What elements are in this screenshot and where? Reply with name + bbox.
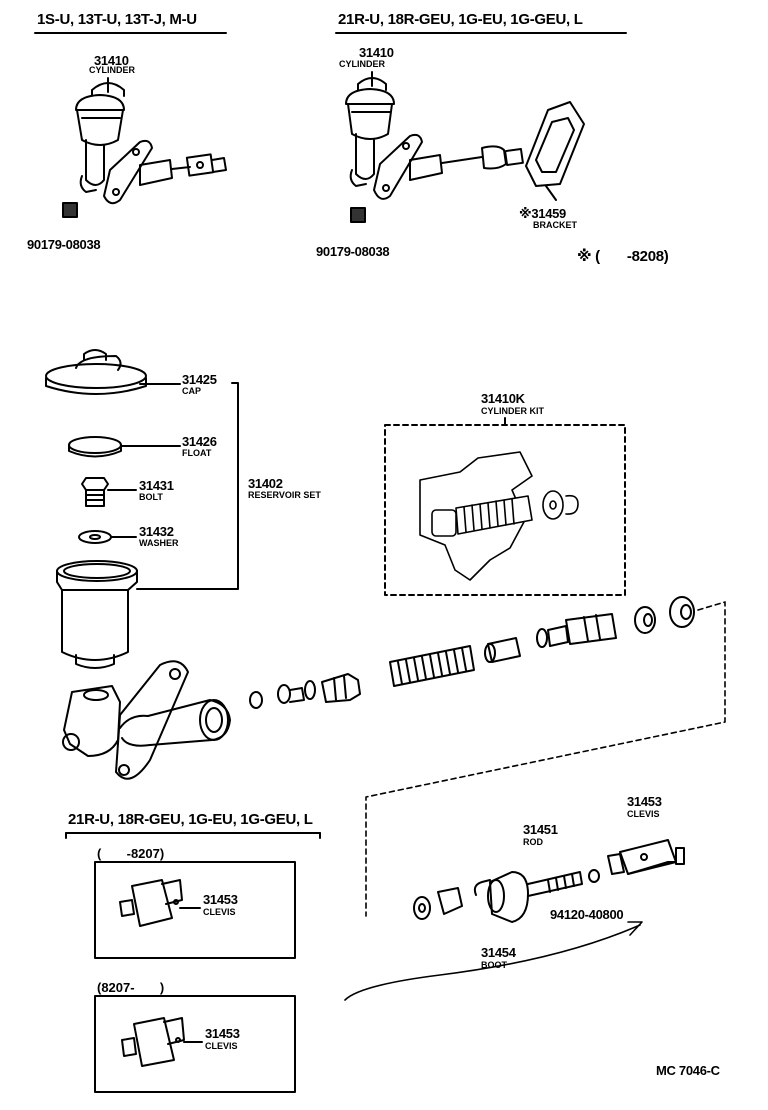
clevis-a-drawing bbox=[119, 879, 183, 927]
bracket-number: ※31459 bbox=[519, 206, 566, 221]
dashed-connector bbox=[365, 601, 726, 917]
cylinder-kit-drawing bbox=[419, 451, 579, 581]
diagram-code: MC 7046-C bbox=[656, 1063, 720, 1078]
boot-name: BOOT bbox=[481, 960, 507, 970]
bolt-drawing bbox=[81, 477, 109, 507]
cylinder-body-drawing bbox=[62, 660, 231, 780]
variant-box-b bbox=[94, 995, 296, 1093]
rod-nut-number: 94120-40800 bbox=[550, 907, 624, 922]
arrow-head bbox=[627, 921, 643, 936]
exploded-parts-drawing bbox=[249, 596, 695, 709]
cap-name: CAP bbox=[182, 386, 202, 396]
reservoir-set-number: 31402 bbox=[248, 476, 283, 491]
reservoir-body-drawing bbox=[56, 560, 138, 669]
lower-header: 21R-U, 18R-GEU, 1G-EU, 1G-GEU, L bbox=[68, 811, 313, 828]
clevis-number: 31453 bbox=[627, 794, 662, 809]
cylinder-left-number: 31410 bbox=[94, 53, 129, 68]
washer-name: WASHER bbox=[139, 538, 179, 548]
variant-b-range: (8207- ) bbox=[97, 980, 165, 995]
header-left: 1S-U, 13T-U, 13T-J, M-U bbox=[37, 11, 197, 28]
cylinder-kit-name: CYLINDER KIT bbox=[481, 406, 544, 416]
cylinder-kit-number: 31410K bbox=[481, 391, 525, 406]
washer-drawing bbox=[78, 530, 112, 544]
float-name: FLOAT bbox=[182, 448, 212, 458]
rod-number: 31451 bbox=[523, 822, 558, 837]
cylinder-left-name: CYLINDER bbox=[89, 65, 136, 75]
reservoir-set-name: RESERVOIR SET bbox=[248, 490, 321, 500]
cap-drawing bbox=[45, 349, 147, 395]
cylinder-right-name: CYLINDER bbox=[339, 59, 386, 69]
header-right: 21R-U, 18R-GEU, 1G-EU, 1G-GEU, L bbox=[338, 11, 583, 28]
rod-name: ROD bbox=[523, 837, 543, 847]
cylinder-right-number: 31410 bbox=[359, 45, 394, 60]
bolt-number: 31431 bbox=[139, 478, 174, 493]
clevis-b-name: CLEVIS bbox=[205, 1041, 238, 1051]
float-drawing bbox=[68, 436, 122, 458]
variant-box-a bbox=[94, 861, 296, 959]
float-number: 31426 bbox=[182, 434, 217, 449]
reservoir-set-bracket bbox=[136, 382, 239, 590]
clevis-b-drawing bbox=[121, 1017, 185, 1067]
bracket-note-range: ※ ( -8208) bbox=[577, 248, 669, 265]
cylinder-right-drawing bbox=[345, 71, 585, 223]
clevis-b-number: 31453 bbox=[205, 1026, 240, 1041]
washer-number: 31432 bbox=[139, 524, 174, 539]
clevis-a-name: CLEVIS bbox=[203, 907, 236, 917]
clevis-name: CLEVIS bbox=[627, 809, 660, 819]
cap-number: 31425 bbox=[182, 372, 217, 387]
cylinder-left-drawing bbox=[62, 77, 227, 218]
nut-left-number: 90179-08038 bbox=[27, 237, 101, 252]
arrow-curve bbox=[344, 924, 641, 1001]
nut-right-number: 90179-08038 bbox=[316, 244, 390, 259]
lower-assembly-drawing bbox=[413, 839, 685, 923]
bracket-name: BRACKET bbox=[533, 220, 577, 230]
clevis-a-number: 31453 bbox=[203, 892, 238, 907]
variant-a-range: ( -8207) bbox=[97, 846, 165, 861]
bolt-name: BOLT bbox=[139, 492, 163, 502]
boot-number: 31454 bbox=[481, 945, 516, 960]
